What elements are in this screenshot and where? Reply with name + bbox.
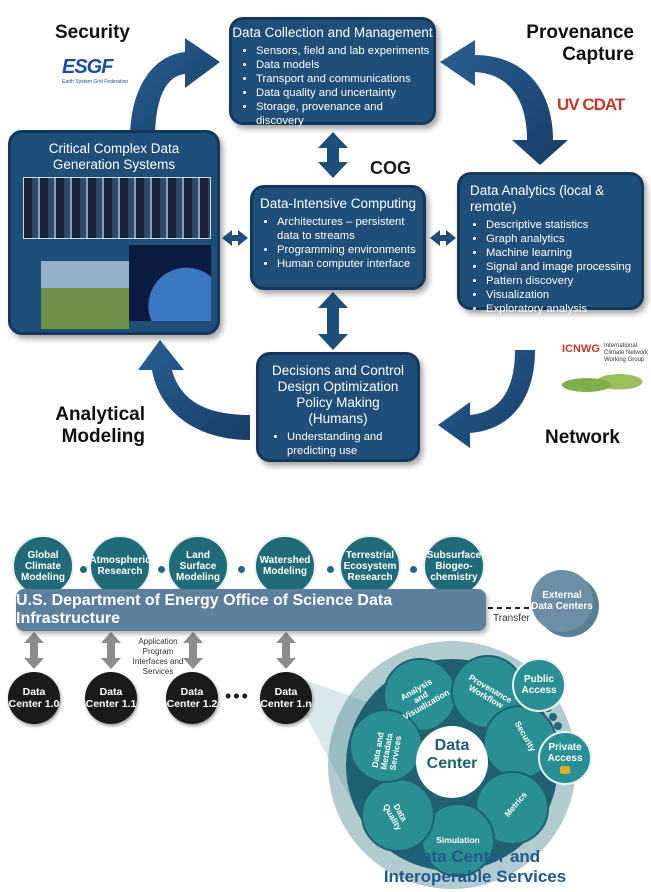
critical-systems-box: Critical Complex Data Generation Systems (8, 130, 220, 335)
caption-line1: Data Center and (409, 847, 541, 866)
world-map-icon (562, 369, 644, 401)
network-label: Network (545, 427, 620, 448)
analytics-item: Descriptive statistics (486, 218, 641, 232)
data-center-ellipsis: ••• (225, 686, 250, 706)
collection-item: Storage, provenance and discovery (256, 100, 433, 128)
top-arrows (130, 38, 568, 448)
domain-global-climate: Global Climate Modeling (12, 535, 74, 597)
collection-item: Transport and communications (256, 72, 433, 86)
domain-separator-dot (410, 566, 417, 573)
provenance-line2: Capture (562, 44, 634, 65)
bottom-caption: Data Center and Interoperable Services (380, 847, 570, 887)
domain-separator-dot (238, 566, 245, 573)
analytical-line1: Analytical (55, 404, 145, 425)
analytical-curved-arrow (138, 340, 250, 440)
esgf-logo-sub: Earth System Grid Federation (62, 79, 129, 85)
data-collection-box: Data Collection and Management Sensors, … (229, 17, 436, 128)
analytical-line2: Modeling (61, 426, 145, 447)
horizontal-double-arrow-left (222, 230, 248, 246)
dc-arrow-1 (24, 632, 44, 669)
infrastructure-banner: U.S. Department of Energy Office of Scie… (16, 589, 486, 631)
uvcdat-logo: UV CDAT (557, 95, 625, 114)
domain-watershed: Watershed Modeling (254, 535, 316, 597)
critical-title-line1: Critical Complex Data (48, 141, 180, 156)
lock-icon (560, 766, 570, 774)
horizontal-double-arrow-right (430, 230, 456, 246)
decisions-line: Design Optimization (277, 379, 399, 394)
data-center-1-n: Data Center 1.n (260, 672, 312, 724)
icnwg-logo-text: ICNWG (562, 343, 600, 355)
critical-title-line2: Generation Systems (52, 157, 176, 172)
private-access-label: Private Access (547, 742, 583, 764)
public-access: Public Access (512, 658, 566, 712)
domain-separator-dot (158, 566, 165, 573)
private-access: Private Access (538, 731, 592, 785)
service-simulation: Simulation (436, 835, 480, 845)
api-label: Application Program Interfaces and Servi… (132, 637, 184, 676)
data-center-1-2: Data Center 1.2 (166, 672, 218, 724)
decisions-line: Policy Making (296, 395, 380, 410)
computing-item: Programming environments (277, 243, 423, 257)
satellite-image (129, 245, 211, 321)
analytical-modeling-label: Analytical Modeling (15, 404, 145, 448)
domain-atmospheric: Atmospheric Research (89, 535, 151, 597)
esgf-logo: ESGF Earth System Grid Federation (62, 56, 142, 85)
data-center-1-0: Data Center 1.0 (8, 672, 60, 724)
field-station-image (41, 261, 129, 329)
dc-arrow-4 (276, 632, 296, 669)
vertical-double-arrow-bottom (318, 292, 348, 350)
collection-item: Data quality and uncertainty (256, 86, 433, 100)
external-data-centers: External Data Centers (531, 570, 593, 632)
icnwg-sub-3: Working Group (604, 357, 645, 363)
domain-subsurface: Subsurface Biogeo-chemistry (423, 535, 485, 597)
analytics-item: Signal and image processing (486, 260, 641, 274)
icnwg-sub-1: International (604, 343, 638, 349)
data-collection-title: Data Collection and Management (232, 25, 433, 40)
analytics-item: Graph analytics (486, 232, 641, 246)
data-intensive-computing-box: Data-Intensive Computing Architectures –… (250, 185, 426, 290)
domain-land-surface: Land Surface Modeling (167, 535, 229, 597)
icnwg-sub-2: Climate Network (604, 350, 649, 356)
security-curved-arrow (130, 38, 220, 140)
analytics-item: Machine learning (486, 246, 641, 260)
infrastructure-banner-text: U.S. Department of Energy Office of Scie… (16, 592, 393, 627)
security-label: Security (55, 22, 130, 43)
icnwg-logo: ICNWG International Climate Network Work… (562, 343, 650, 401)
domain-separator-dot (80, 566, 87, 573)
data-center-1-1: Data Center 1.1 (85, 672, 137, 724)
hub-center-label: Data Center (426, 737, 478, 772)
data-analytics-box: Data Analytics (local & remote) Descript… (457, 172, 644, 315)
collection-item: Data models (256, 58, 433, 72)
domain-terrestrial: Terrestrial Ecosystem Research (339, 535, 401, 597)
collection-item: Sensors, field and lab experiments (256, 44, 433, 58)
analytics-item: Exploratory analysis (486, 302, 641, 316)
decisions-line: (Humans) (308, 411, 368, 426)
vertical-double-arrow-top (318, 132, 348, 178)
analytics-item: Visualization (486, 288, 641, 302)
domain-separator-dot (327, 566, 334, 573)
provenance-line1: Provenance (526, 22, 634, 43)
decisions-box: Decisions and Control Design Optimizatio… (256, 352, 420, 462)
computing-item: Human computer interface (277, 257, 423, 271)
provenance-curved-arrow (440, 40, 568, 165)
computing-title: Data-Intensive Computing (259, 196, 417, 211)
dc-arrow-3 (183, 632, 203, 669)
bottom-graphics (24, 607, 576, 889)
supercomputer-image (23, 177, 211, 239)
caption-line2: Interoperable Services (383, 867, 567, 886)
network-curved-arrow (438, 350, 535, 448)
analytics-title: Data Analytics (local & remote) (470, 183, 605, 214)
transfer-label: Transfer (493, 613, 530, 624)
decisions-item: Understanding and predicting use (287, 430, 417, 458)
cog-logo: COG (370, 158, 412, 178)
computing-item: Architectures – persistent data to strea… (277, 215, 423, 243)
dc-arrow-2 (101, 632, 121, 669)
analytics-item: Pattern discovery (486, 274, 641, 288)
decisions-line: Decisions and Control (271, 363, 405, 378)
esgf-logo-text: ESGF (62, 56, 113, 78)
provenance-capture-label: Provenance Capture (522, 22, 634, 66)
